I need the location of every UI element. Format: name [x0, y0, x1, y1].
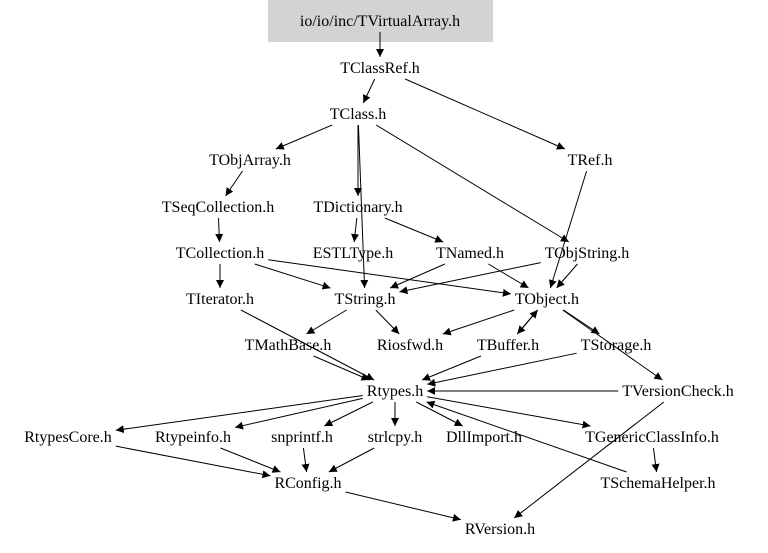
node-TString[interactable]: TString.h	[335, 291, 396, 308]
edge-TMathBase-to-Rtypes	[313, 355, 370, 381]
node-TClass[interactable]: TClass.h	[330, 106, 386, 123]
node-TDictionary[interactable]: TDictionary.h	[313, 199, 402, 216]
edge-TCollection-to-TObject	[268, 259, 511, 297]
edge-TClass-to-TString	[357, 124, 369, 289]
edge-Rtypes-to-Rtypeinfo	[234, 397, 363, 430]
edge-Rtypes-to-snprintf	[324, 401, 373, 427]
edge-TObject-to-TStorage	[563, 309, 600, 335]
node-TCollection[interactable]: TCollection.h	[176, 245, 264, 262]
edge-TGenericClassInfo-to-TSchemaHelper	[651, 447, 660, 473]
node-DllImport[interactable]: DllImport.h	[446, 429, 522, 446]
node-TSchemaHelper[interactable]: TSchemaHelper.h	[600, 475, 715, 492]
edges	[115, 32, 665, 522]
edge-TClass-to-TObjString	[375, 124, 570, 243]
node-Rtypeinfo[interactable]: Rtypeinfo.h	[155, 429, 231, 446]
edge-Rtypes-to-DllImport	[416, 401, 463, 427]
edge-TClassRef-to-TClass	[362, 78, 376, 104]
node-TSeqCollection[interactable]: TSeqCollection.h	[162, 199, 274, 216]
node-TObjArray[interactable]: TObjArray.h	[209, 152, 291, 169]
edge-TBuffer-to-Rtypes	[421, 355, 482, 381]
node-RtypesCore[interactable]: RtypesCore.h	[24, 429, 112, 446]
edge-TDictionary-to-TNamed	[384, 217, 444, 243]
edge-Rtypes-to-TGenericClassInfo	[427, 396, 591, 429]
node-Riosfwd[interactable]: Riosfwd.h	[377, 337, 443, 354]
edge-TObject-to-TVersionCheck	[562, 309, 663, 381]
edge-Rtypes-to-RtypesCore	[115, 395, 363, 434]
nodes: io/io/inc/TVirtualArray.hTClassRef.hTCla…	[24, 13, 734, 538]
node-RVersion[interactable]: RVersion.h	[465, 521, 535, 538]
edge-TDictionary-to-ESTLType	[351, 217, 360, 243]
edge-TNamed-to-TString	[389, 263, 446, 289]
node-RConfig[interactable]: RConfig.h	[274, 475, 341, 492]
node-TRef[interactable]: TRef.h	[568, 152, 613, 169]
edge-TNamed-to-TObject	[488, 263, 529, 289]
edge-TSchemaHelper-to-Rtypes	[426, 400, 627, 473]
edge-TSeqCollection-to-TCollection	[215, 217, 224, 243]
edge-TCollection-to-TString	[254, 263, 331, 290]
node-TStorage[interactable]: TStorage.h	[581, 337, 652, 354]
node-TClassRef[interactable]: TClassRef.h	[340, 60, 420, 77]
node-TNamed[interactable]: TNamed.h	[436, 245, 504, 262]
edge-TClassRef-to-TRef	[404, 78, 566, 150]
node-ESTLType[interactable]: ESTLType.h	[313, 245, 394, 262]
edge-Rtypeinfo-to-RConfig	[220, 447, 281, 473]
node-TBuffer[interactable]: TBuffer.h	[477, 337, 539, 354]
node-TObject[interactable]: TObject.h	[515, 291, 579, 308]
edge-RtypesCore-to-RConfig	[115, 445, 271, 479]
edge-TObjString-to-TString	[399, 262, 541, 295]
edge-TString-to-TMathBase	[306, 309, 347, 335]
edge-TBuffer-to-TObject	[516, 309, 539, 335]
node-strlcpy[interactable]: strlcpy.h	[368, 429, 423, 446]
edge-RConfig-to-RVersion	[345, 491, 461, 522]
edge-TClass-to-TObjArray	[275, 124, 333, 150]
edge-TObjString-to-TObject	[556, 263, 578, 289]
edge-strlcpy-to-RConfig	[328, 447, 375, 473]
node-root[interactable]: io/io/inc/TVirtualArray.h	[300, 13, 460, 30]
edge-TObject-to-Riosfwd	[442, 309, 515, 336]
edge-TVersionCheck-to-RVersion	[513, 401, 665, 519]
node-TMathBase[interactable]: TMathBase.h	[245, 337, 332, 354]
node-TGenericClassInfo[interactable]: TGenericClassInfo.h	[585, 429, 719, 446]
node-Rtypes[interactable]: Rtypes.h	[367, 383, 423, 400]
node-TIterator[interactable]: TIterator.h	[186, 291, 254, 308]
node-TObjString[interactable]: TObjString.h	[545, 245, 630, 262]
node-snprintf[interactable]: snprintf.h	[271, 429, 333, 446]
edge-TStorage-to-Rtypes	[427, 352, 577, 387]
node-TVersionCheck[interactable]: TVersionCheck.h	[622, 383, 734, 400]
edge-snprintf-to-RConfig	[301, 447, 310, 473]
edge-TRef-to-TObject	[548, 170, 588, 289]
edge-TObjArray-to-TSeqCollection	[225, 170, 243, 197]
edge-TString-to-Riosfwd	[375, 309, 400, 335]
edge-TIterator-to-Rtypes	[240, 309, 375, 381]
